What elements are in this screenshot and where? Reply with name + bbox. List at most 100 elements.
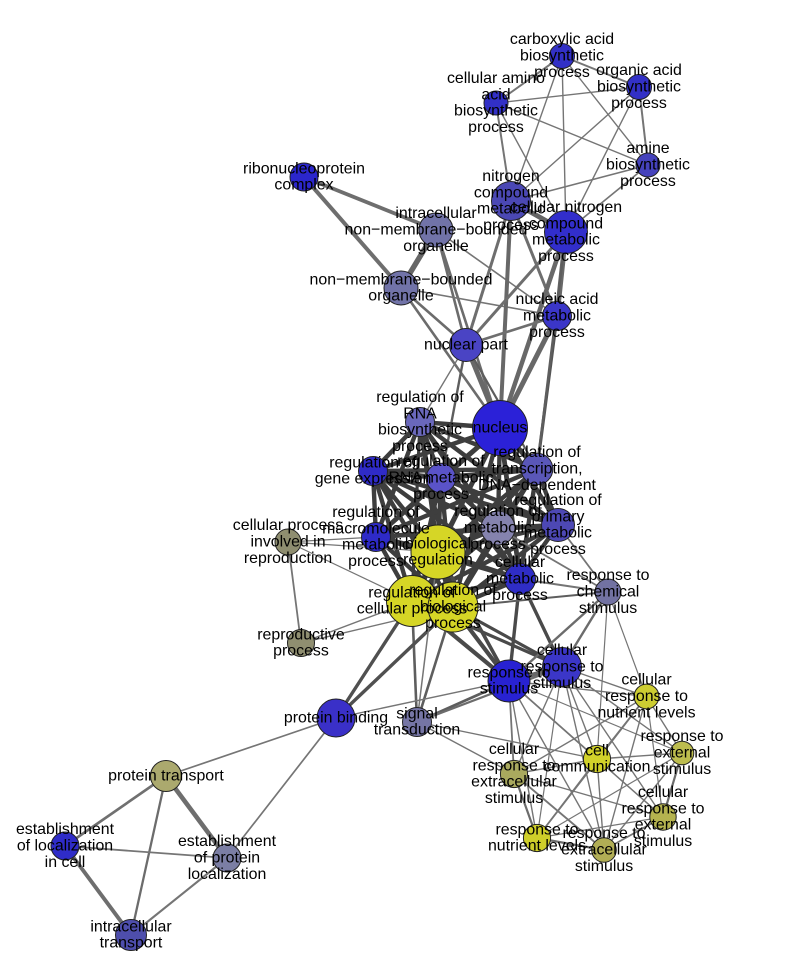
svg-text:intracellular: intracellular: [395, 205, 477, 222]
svg-text:in cell: in cell: [45, 854, 86, 871]
svg-text:response to: response to: [520, 659, 603, 676]
svg-text:process: process: [273, 643, 329, 660]
svg-text:metabolic: metabolic: [342, 537, 410, 554]
svg-text:metabolic: metabolic: [486, 571, 554, 588]
svg-text:biosynthetic: biosynthetic: [520, 48, 604, 65]
svg-text:organic acid: organic acid: [596, 62, 682, 79]
svg-text:process: process: [468, 119, 524, 136]
svg-text:carboxylic acid: carboxylic acid: [510, 31, 614, 48]
svg-text:stimulus: stimulus: [480, 681, 538, 698]
svg-text:complex: complex: [274, 177, 333, 194]
svg-text:communication: communication: [544, 759, 651, 776]
svg-text:establishment: establishment: [16, 821, 115, 838]
svg-text:gene expression: gene expression: [315, 471, 432, 488]
svg-text:metabolic: metabolic: [523, 308, 591, 325]
svg-text:establishment: establishment: [178, 833, 277, 850]
svg-text:cellular amino: cellular amino: [447, 70, 545, 87]
svg-text:protein binding: protein binding: [284, 710, 388, 727]
svg-text:macromolecule: macromolecule: [322, 520, 430, 537]
svg-text:regulation of: regulation of: [493, 444, 581, 461]
svg-text:cellular: cellular: [495, 554, 546, 571]
svg-text:cellular: cellular: [638, 784, 689, 801]
svg-text:biosynthetic: biosynthetic: [606, 157, 690, 174]
svg-text:nutrient levels: nutrient levels: [597, 704, 695, 721]
svg-text:involved in: involved in: [250, 534, 325, 551]
svg-text:cellular: cellular: [489, 741, 540, 758]
svg-text:metabolic: metabolic: [524, 525, 592, 542]
svg-text:compound: compound: [474, 184, 548, 201]
svg-text:RNA metabolic: RNA metabolic: [388, 470, 493, 487]
svg-text:process: process: [492, 587, 548, 604]
svg-text:cellular process: cellular process: [357, 601, 467, 618]
svg-text:ribonucleoprotein: ribonucleoprotein: [243, 160, 365, 177]
svg-text:stimulus: stimulus: [634, 833, 692, 850]
svg-text:extracellular: extracellular: [471, 774, 557, 791]
svg-text:process: process: [620, 173, 676, 190]
svg-text:process: process: [348, 553, 404, 570]
svg-text:metabolic: metabolic: [532, 232, 600, 249]
svg-text:signal: signal: [396, 705, 438, 722]
svg-text:process: process: [529, 324, 585, 341]
svg-text:regulation of: regulation of: [409, 582, 497, 599]
svg-text:extracellular: extracellular: [561, 842, 647, 859]
svg-text:process: process: [611, 95, 667, 112]
svg-text:cellular: cellular: [537, 642, 588, 659]
svg-text:transport: transport: [100, 935, 163, 952]
svg-text:stimulus: stimulus: [533, 675, 591, 692]
svg-text:biological: biological: [420, 599, 486, 616]
svg-text:transcription,: transcription,: [492, 461, 583, 478]
svg-text:regulation of: regulation of: [368, 584, 456, 601]
svg-text:response to: response to: [562, 825, 645, 842]
svg-text:regulation: regulation: [403, 552, 473, 569]
svg-text:stimulus: stimulus: [575, 858, 633, 875]
svg-text:protein transport: protein transport: [108, 768, 224, 785]
svg-text:non−membrane−bounded: non−membrane−bounded: [310, 271, 493, 288]
svg-text:response to: response to: [495, 821, 578, 838]
svg-text:acid: acid: [481, 86, 510, 103]
svg-text:chemical: chemical: [577, 584, 640, 601]
svg-text:process: process: [534, 64, 590, 81]
svg-text:of protein: of protein: [194, 850, 260, 867]
svg-text:response to: response to: [605, 688, 688, 705]
svg-text:process: process: [530, 541, 586, 558]
svg-text:non−membrane−bounded: non−membrane−bounded: [345, 222, 528, 239]
svg-text:regulation of: regulation of: [397, 453, 485, 470]
svg-text:process: process: [425, 615, 481, 632]
svg-text:nutrient levels: nutrient levels: [488, 838, 586, 855]
svg-text:cellular nitrogen: cellular nitrogen: [510, 199, 622, 216]
svg-text:amine: amine: [626, 140, 669, 157]
svg-text:regulation of: regulation of: [329, 454, 417, 471]
svg-text:localization: localization: [188, 866, 267, 883]
svg-text:biosynthetic: biosynthetic: [454, 103, 538, 120]
svg-text:metabolic: metabolic: [477, 201, 545, 218]
svg-text:primary: primary: [532, 508, 585, 525]
svg-text:metabolic: metabolic: [464, 520, 532, 537]
svg-text:nucleic acid: nucleic acid: [515, 291, 598, 308]
svg-text:external: external: [654, 745, 711, 762]
svg-text:response to: response to: [467, 664, 550, 681]
svg-text:regulation of: regulation of: [332, 504, 420, 521]
svg-text:process: process: [470, 536, 526, 553]
svg-text:stimulus: stimulus: [653, 761, 711, 778]
svg-text:cell: cell: [585, 742, 609, 759]
svg-text:stimulus: stimulus: [485, 790, 543, 807]
svg-text:biological: biological: [405, 535, 471, 552]
svg-text:regulation of: regulation of: [454, 503, 542, 520]
svg-text:regulation of: regulation of: [376, 389, 464, 406]
svg-text:response to: response to: [621, 800, 704, 817]
svg-text:biosynthetic: biosynthetic: [597, 79, 681, 96]
svg-text:nuclear part: nuclear part: [424, 337, 508, 354]
svg-text:response to: response to: [640, 728, 723, 745]
svg-text:RNA: RNA: [403, 405, 437, 422]
svg-text:transduction: transduction: [374, 722, 461, 739]
svg-text:cellular: cellular: [621, 672, 672, 689]
svg-text:response to: response to: [472, 757, 555, 774]
svg-text:response to: response to: [566, 567, 649, 584]
svg-text:process: process: [483, 217, 539, 234]
svg-text:nitrogen: nitrogen: [482, 168, 539, 185]
svg-text:regulation of: regulation of: [514, 492, 602, 509]
svg-text:compound: compound: [529, 215, 603, 232]
svg-text:process: process: [538, 248, 594, 265]
svg-text:nucleus: nucleus: [473, 420, 528, 437]
svg-text:cellular process: cellular process: [233, 517, 343, 534]
